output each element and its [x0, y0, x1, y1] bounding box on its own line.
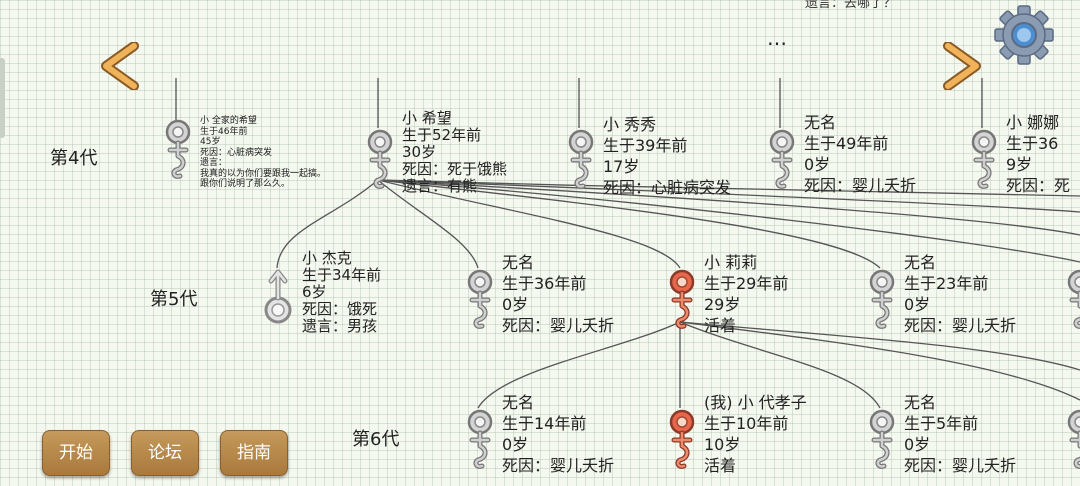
next-arrow-icon[interactable]: [940, 42, 982, 90]
female-alive-icon: [664, 266, 700, 330]
person-age: 0岁: [904, 295, 931, 314]
person-born: 生于49年前: [804, 134, 889, 153]
settings-gear-icon[interactable]: [993, 4, 1055, 66]
person-born: 生于52年前: [402, 126, 482, 144]
female-icon: [160, 116, 196, 180]
person-name: 小 秀秀: [603, 115, 657, 134]
generation-label-4: 第4代: [50, 148, 98, 169]
female-icon: [563, 126, 599, 190]
female-icon: [864, 266, 900, 330]
person-age: 0岁: [502, 435, 529, 454]
person-age: 0岁: [904, 435, 931, 454]
person-will: 遗言：男孩: [302, 317, 378, 335]
female-alive-icon: [664, 406, 700, 470]
person-cause: 死因：心脏病突发: [603, 178, 732, 197]
person-born: 生于5年前: [904, 414, 979, 433]
person-will-line2: 我真的以为你们要跟我一起搞。: [200, 168, 327, 179]
forum-button[interactable]: 论坛: [131, 430, 199, 476]
person-will: 遗言：: [200, 158, 228, 168]
female-icon: [764, 126, 800, 190]
person-name: 无名: [502, 253, 535, 272]
female-icon: [864, 406, 900, 470]
person-cause: 死因：死: [1006, 176, 1071, 195]
person-cause: 死因：婴儿夭折: [904, 316, 1017, 335]
female-icon: [966, 126, 1002, 190]
person-name: 小 莉莉: [704, 253, 758, 272]
generation-label-6: 第6代: [352, 429, 400, 450]
person-age: 9岁: [1006, 155, 1033, 174]
person-name: 小 娜娜: [1006, 113, 1060, 132]
person-born: 生于23年前: [904, 274, 989, 293]
person-born: 生于10年前: [704, 414, 789, 433]
person-cause: 死因：婴儿夭折: [502, 456, 615, 475]
female-icon: [462, 406, 498, 470]
previous-arrow-icon[interactable]: [100, 42, 142, 90]
generation-label-5: 第5代: [150, 289, 198, 310]
person-age: 45岁: [200, 137, 221, 147]
person-name: 无名: [804, 113, 837, 132]
more-ellipsis: …: [767, 26, 788, 50]
person-cause: 死因：死于饿熊: [402, 160, 508, 178]
person-born: 生于29年前: [704, 274, 789, 293]
person-age: 6岁: [302, 283, 327, 301]
person-name: 小 全家的希望: [200, 116, 257, 126]
male-icon: [262, 266, 298, 330]
person-age: 10岁: [704, 435, 741, 454]
person-status: 活着: [704, 316, 737, 335]
person-status: 活着: [704, 456, 737, 475]
female-icon: [462, 266, 498, 330]
person-will: 遗言：有熊: [402, 177, 478, 195]
start-button[interactable]: 开始: [42, 430, 110, 476]
person-cause: 死因：饿死: [302, 300, 378, 318]
person-name: (我) 小 代孝子: [704, 393, 807, 412]
side-drawer-handle[interactable]: [0, 58, 5, 138]
female-icon-partial: [1062, 406, 1080, 470]
person-name: 无名: [904, 393, 937, 412]
person-cause: 死因：婴儿夭折: [904, 456, 1017, 475]
person-age: 30岁: [402, 143, 437, 161]
person-age: 0岁: [804, 155, 831, 174]
person-cause: 死因：心脏病突发: [200, 147, 273, 158]
female-icon-partial: [1062, 266, 1080, 330]
person-will-line3: 跟你们说明了那么久。: [200, 179, 291, 189]
guide-button[interactable]: 指南: [220, 430, 288, 476]
partial-top-text: 遗言：去哪了？: [805, 0, 897, 11]
person-born: 生于36: [1006, 134, 1059, 153]
person-born: 生于46年前: [200, 126, 248, 137]
person-name: 小 希望: [402, 109, 452, 127]
person-born: 生于14年前: [502, 414, 587, 433]
person-name: 小 杰克: [302, 249, 352, 267]
person-age: 29岁: [704, 295, 741, 314]
person-age: 17岁: [603, 157, 640, 176]
person-born: 生于39年前: [603, 136, 688, 155]
person-born: 生于34年前: [302, 266, 382, 284]
female-icon: [362, 126, 398, 190]
person-age: 0岁: [502, 295, 529, 314]
person-cause: 死因：婴儿夭折: [502, 316, 615, 335]
person-cause: 死因：婴儿夭折: [804, 176, 917, 195]
person-name: 无名: [904, 253, 937, 272]
person-name: 无名: [502, 393, 535, 412]
person-born: 生于36年前: [502, 274, 587, 293]
